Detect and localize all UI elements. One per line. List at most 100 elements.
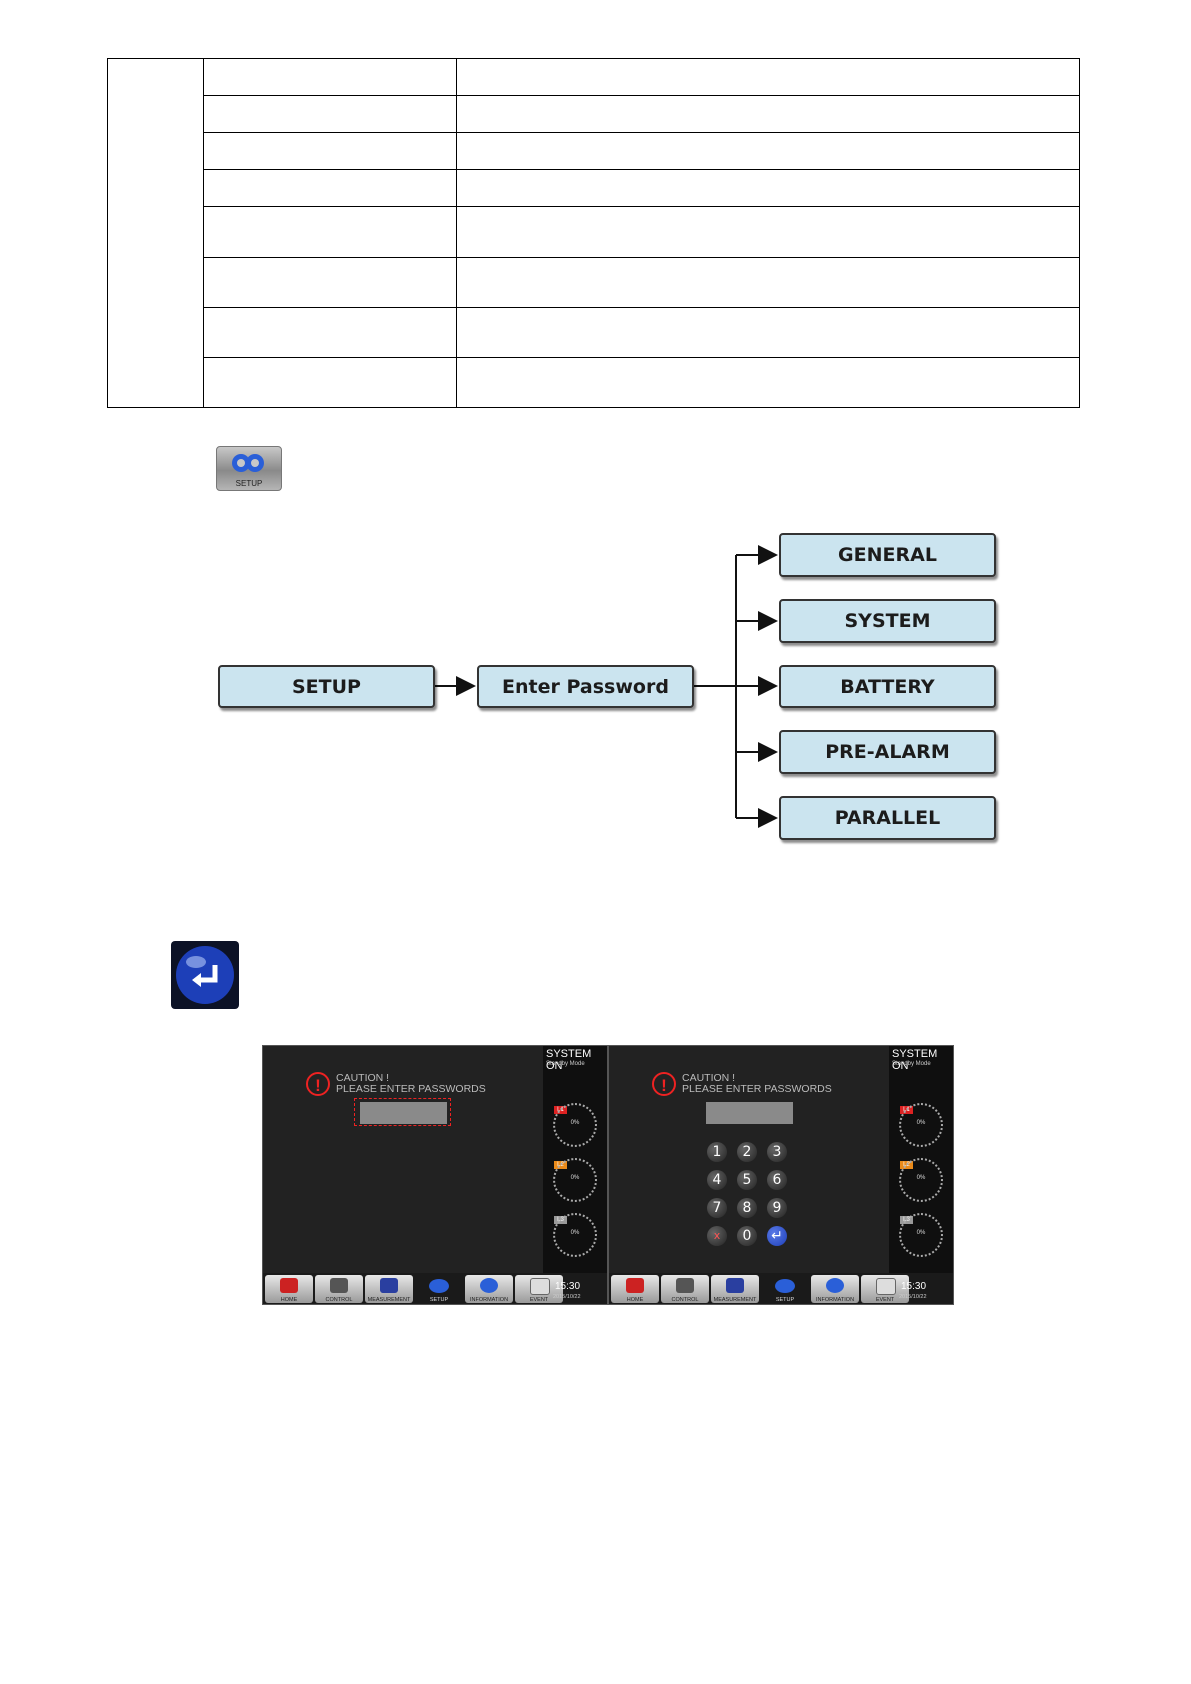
nav-setup[interactable]: SETUP	[761, 1275, 809, 1303]
table-cell	[203, 256, 457, 308]
table-cell	[203, 206, 457, 258]
keypad-key-2[interactable]: 2	[737, 1142, 757, 1162]
meter-icon	[380, 1278, 398, 1293]
flow-node-general: GENERAL	[779, 533, 996, 577]
gauge-value: 0%	[570, 1175, 580, 1181]
clock-time: 15:30	[901, 1281, 927, 1292]
keypad-key-0[interactable]: 0	[737, 1226, 757, 1246]
screen-main: ! CAUTION ! PLEASE ENTER PASSWORDS	[263, 1046, 543, 1273]
caution-text: CAUTION ! PLEASE ENTER PASSWORDS	[336, 1073, 486, 1095]
password-input[interactable]	[360, 1102, 447, 1124]
nav-information[interactable]: INFORMATION	[811, 1275, 859, 1303]
nav-measurement[interactable]: MEASUREMENT	[711, 1275, 759, 1303]
bottom-nav: HOME CONTROL MEASUREMENT SETUP INFORMATI…	[263, 1273, 607, 1304]
flow-node-pre-alarm: PRE-ALARM	[779, 730, 996, 774]
keypad-key-8[interactable]: 8	[737, 1198, 757, 1218]
system-mode: Standby Mode	[546, 1061, 585, 1067]
table-cell	[203, 356, 457, 409]
setup-icon: SETUP	[216, 446, 282, 491]
status-panel: SYSTEM ON Standby Mode L1 0% L2 0% L3 0%	[889, 1046, 953, 1273]
table-cell	[456, 57, 1080, 97]
gauge-l1: 0%	[553, 1103, 597, 1147]
flow-connectors	[435, 545, 778, 828]
table-row	[108, 356, 1080, 409]
nav-label: SETUP	[775, 1297, 795, 1303]
enter-icon	[171, 941, 239, 1009]
gauge-l2: 0%	[899, 1158, 943, 1202]
nav-label: HOME	[626, 1297, 644, 1303]
table-row	[107, 57, 1080, 408]
gauge-value: 0%	[570, 1230, 580, 1236]
table-cell	[456, 206, 1080, 258]
gauge-l3: 0%	[553, 1213, 597, 1257]
nav-measurement[interactable]: MEASUREMENT	[365, 1275, 413, 1303]
caution-icon: !	[652, 1072, 676, 1096]
password-field-highlight	[354, 1098, 451, 1126]
flow-node-setup: SETUP	[218, 665, 435, 708]
status-panel: SYSTEM ON Standby Mode L1 0% L2 0% L3 0%	[543, 1046, 607, 1273]
nav-event[interactable]: EVENT	[861, 1275, 909, 1303]
gauge-l1: 0%	[899, 1103, 943, 1147]
nav-label: CONTROL	[671, 1297, 699, 1303]
caution-text: CAUTION ! PLEASE ENTER PASSWORDS	[682, 1073, 832, 1095]
gauge-value: 0%	[916, 1120, 926, 1126]
spec-table	[107, 57, 1080, 409]
nav-label: MEASUREMENT	[713, 1297, 757, 1303]
flow-node-system: SYSTEM	[779, 599, 996, 643]
gear-icon	[429, 1279, 449, 1293]
nav-label: MEASUREMENT	[367, 1297, 411, 1303]
keypad-key-6[interactable]: 6	[767, 1170, 787, 1190]
table-row	[108, 306, 1080, 358]
gauge-l3: 0%	[899, 1213, 943, 1257]
gauge-l2: 0%	[553, 1158, 597, 1202]
keypad-key-4[interactable]: 4	[707, 1170, 727, 1190]
nav-information[interactable]: INFORMATION	[465, 1275, 513, 1303]
system-status: SYSTEM ON	[546, 1048, 592, 1072]
keypad-key-7[interactable]: 7	[707, 1198, 727, 1218]
event-log-icon	[876, 1278, 896, 1295]
nav-label: EVENT	[875, 1297, 895, 1303]
gauge-value: 0%	[916, 1230, 926, 1236]
info-icon	[480, 1278, 498, 1293]
clock-time: 15:30	[555, 1281, 581, 1292]
clock-date: 2015/10/22	[553, 1294, 581, 1300]
info-icon	[826, 1278, 844, 1293]
setup-icon-label: SETUP	[235, 479, 263, 488]
home-icon	[280, 1278, 298, 1293]
event-log-icon	[530, 1278, 550, 1295]
keypad-key-9[interactable]: 9	[767, 1198, 787, 1218]
nav-home[interactable]: HOME	[611, 1275, 659, 1303]
table-cell	[203, 132, 457, 171]
keypad-enter-key[interactable]: ↵	[767, 1226, 787, 1246]
control-icon	[676, 1278, 694, 1293]
merged-cell	[107, 58, 204, 408]
caution-line1: CAUTION !	[336, 1072, 390, 1084]
table-row	[108, 132, 1080, 171]
screen-keypad: ! CAUTION ! PLEASE ENTER PASSWORDS 1 2 3…	[608, 1045, 954, 1305]
nav-control[interactable]: CONTROL	[315, 1275, 363, 1303]
table-cell	[456, 356, 1080, 409]
table-cell	[456, 256, 1080, 308]
caution-line1: CAUTION !	[682, 1072, 736, 1084]
password-input[interactable]	[706, 1102, 793, 1124]
flow-node-battery: BATTERY	[779, 665, 996, 708]
meter-icon	[726, 1278, 744, 1293]
nav-home[interactable]: HOME	[265, 1275, 313, 1303]
keypad-key-3[interactable]: 3	[767, 1142, 787, 1162]
keypad-key-1[interactable]: 1	[707, 1142, 727, 1162]
keypad-key-5[interactable]: 5	[737, 1170, 757, 1190]
home-icon	[626, 1278, 644, 1293]
caution-icon: !	[306, 1072, 330, 1096]
system-status: SYSTEM ON	[892, 1048, 938, 1072]
gear-icon	[232, 454, 264, 472]
keypad-clear-key[interactable]: x	[707, 1226, 727, 1246]
screen-password-field: ! CAUTION ! PLEASE ENTER PASSWORDS SYSTE…	[262, 1045, 608, 1305]
table-cell	[456, 306, 1080, 358]
nav-label: INFORMATION	[469, 1297, 509, 1303]
nav-setup[interactable]: SETUP	[415, 1275, 463, 1303]
nav-event[interactable]: EVENT	[515, 1275, 563, 1303]
nav-control[interactable]: CONTROL	[661, 1275, 709, 1303]
table-row	[108, 256, 1080, 308]
flow-node-parallel: PARALLEL	[779, 796, 996, 840]
table-cell	[203, 57, 457, 97]
